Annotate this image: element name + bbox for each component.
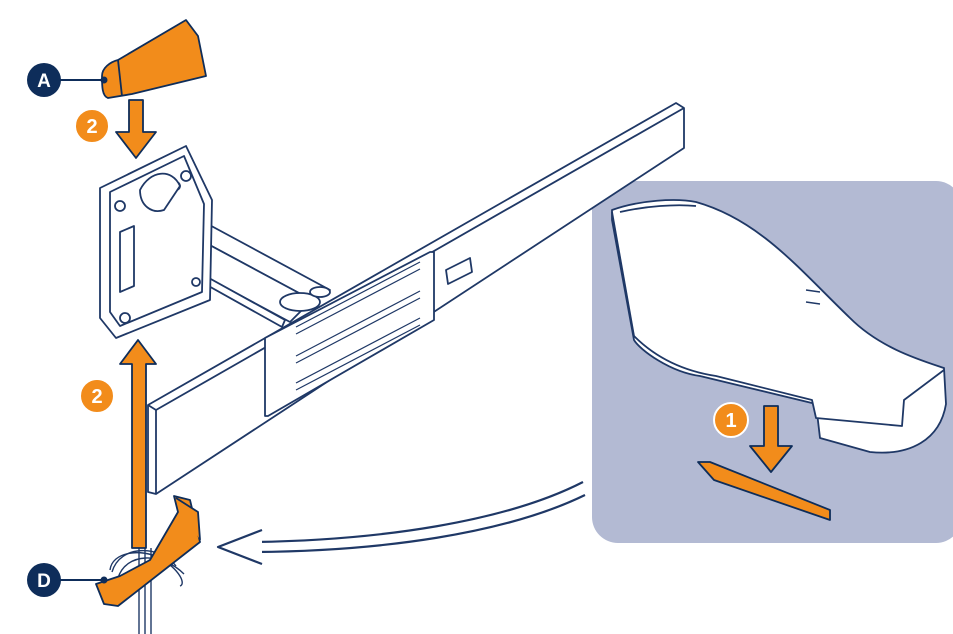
detail-pointer-arrow [218, 482, 585, 564]
step-badge-detail: 1 [714, 403, 748, 437]
step-badge-detail-label: 1 [725, 410, 736, 432]
step-badge-top-label: 2 [86, 116, 97, 138]
callout-d: D [27, 563, 108, 597]
callout-a-label: A [37, 71, 51, 92]
callout-d-label: D [37, 571, 51, 592]
cover-piece-a [102, 20, 206, 98]
step-badge-left: 2 [80, 379, 114, 413]
down-arrow-top [116, 100, 156, 158]
step-badge-top: 2 [75, 109, 109, 143]
callout-a: A [27, 63, 108, 97]
step-badge-left-label: 2 [91, 386, 102, 408]
wall-arm [100, 146, 330, 338]
